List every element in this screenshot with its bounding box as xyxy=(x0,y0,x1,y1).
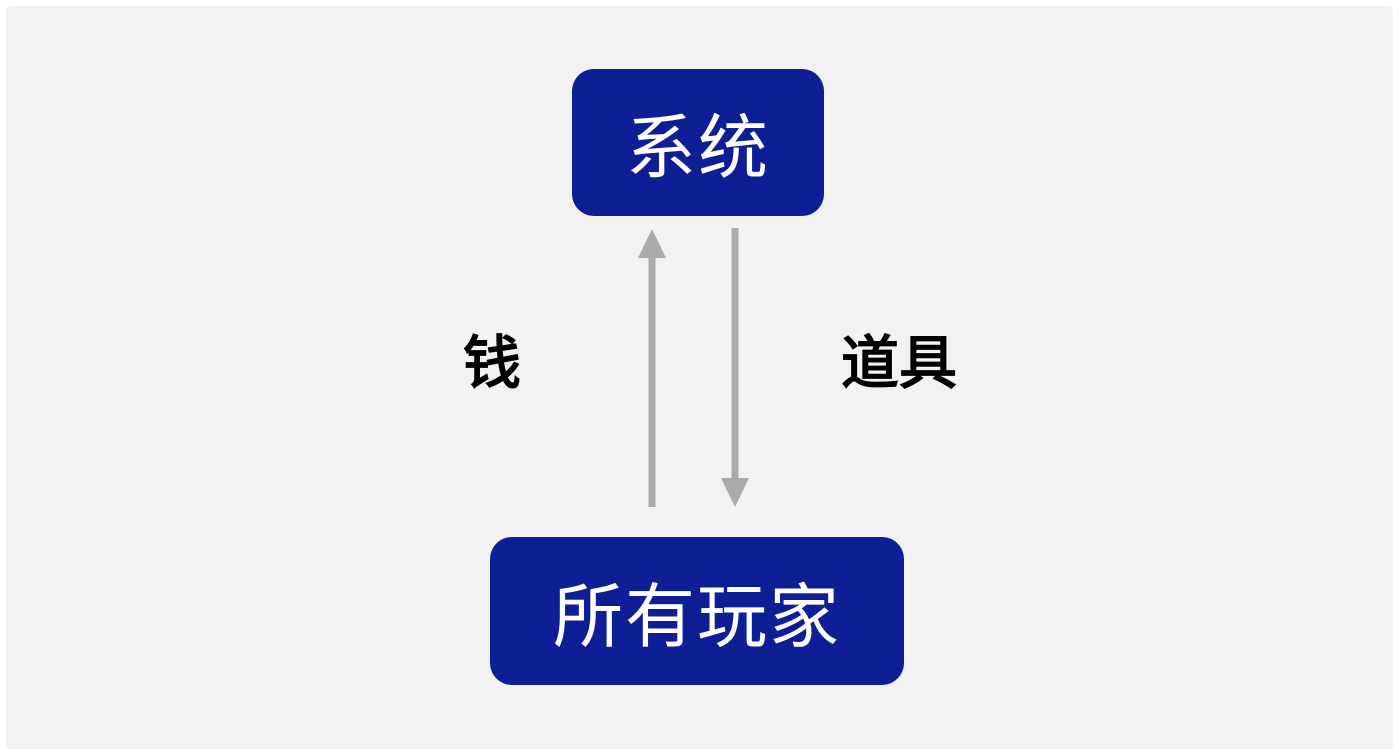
players-node: 所有玩家 xyxy=(490,537,904,685)
items-arrow-head xyxy=(721,478,749,507)
players-node-label: 所有玩家 xyxy=(553,575,841,658)
items-edge-label: 道具 xyxy=(841,329,958,397)
money-edge-label: 钱 xyxy=(463,329,522,397)
system-node-label: 系统 xyxy=(626,107,770,189)
money-arrow-head xyxy=(638,229,666,258)
system-node: 系统 xyxy=(572,69,824,216)
